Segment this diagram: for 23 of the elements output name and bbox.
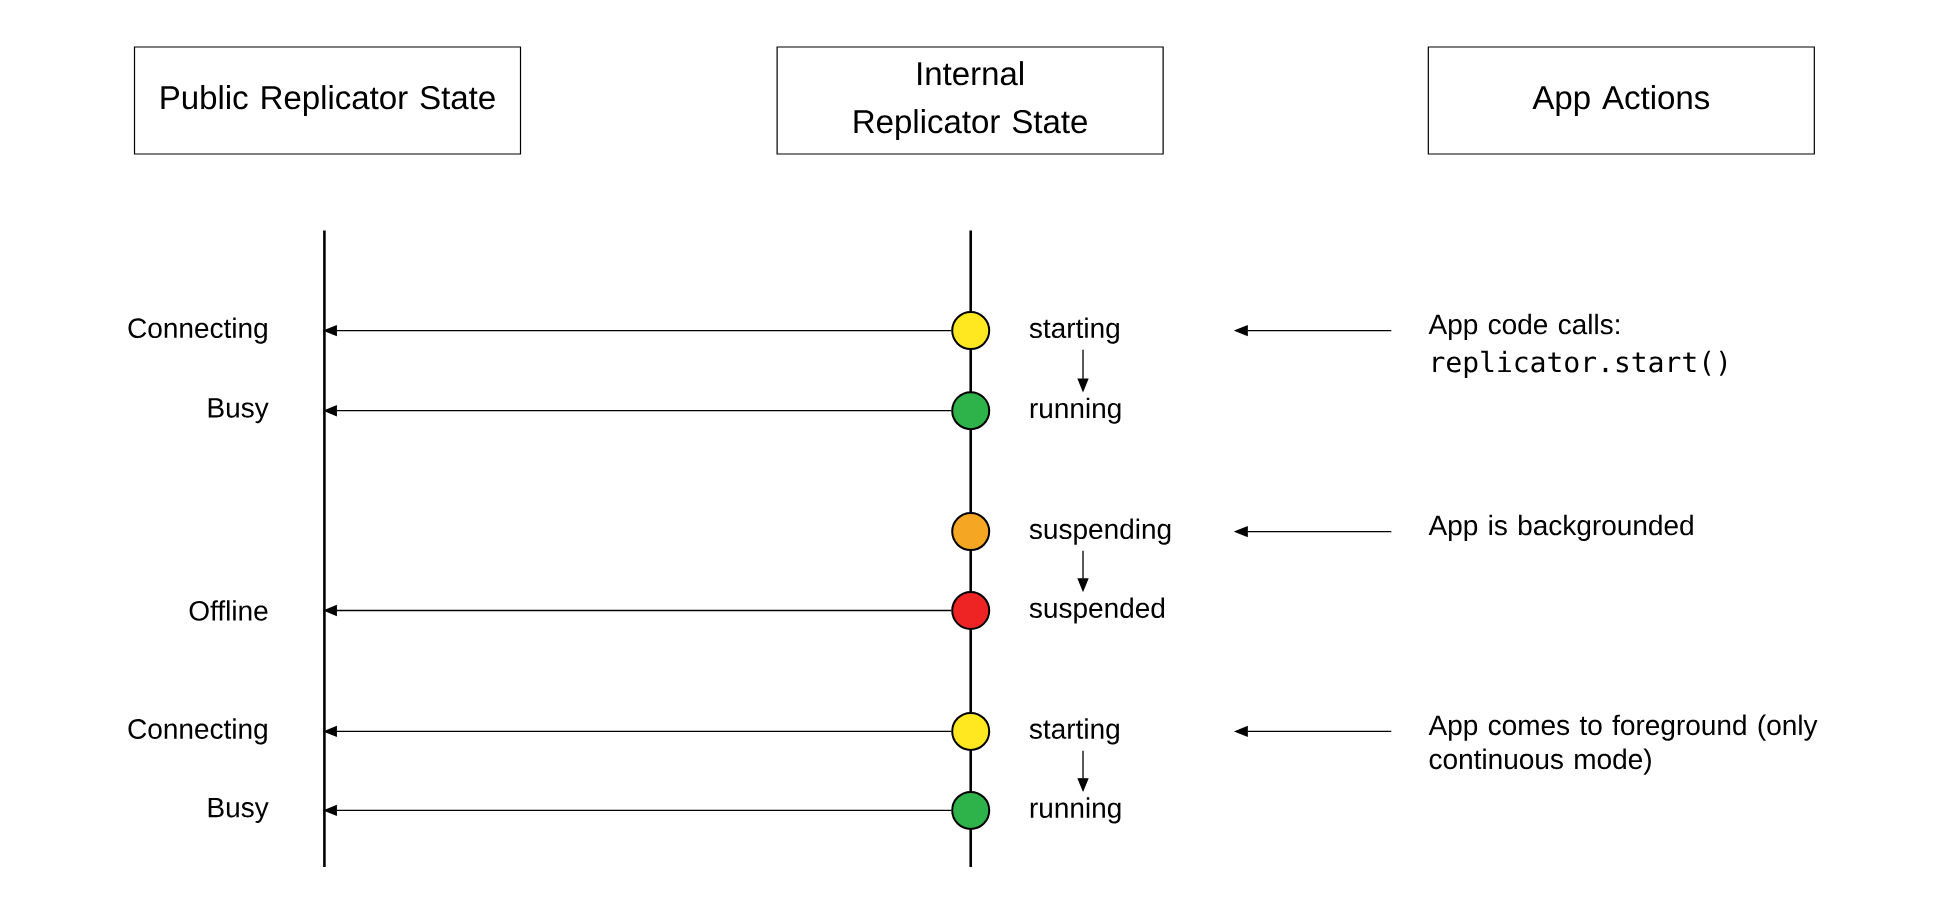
header-box: Internal Replicator State xyxy=(776,46,1164,155)
state-label: starting xyxy=(1029,317,1119,344)
action-text: App is backgrounded xyxy=(1428,514,1693,541)
state-label: suspended xyxy=(1029,597,1165,624)
state-label: Busy xyxy=(208,398,269,424)
state-circle xyxy=(951,711,991,751)
state-label: Connecting xyxy=(128,317,267,344)
state-circle xyxy=(951,512,991,552)
state-label: suspending xyxy=(1029,518,1171,545)
state-label: Connecting xyxy=(128,718,267,745)
state-label: running xyxy=(1030,397,1121,424)
state-circle xyxy=(951,790,991,830)
header-box: App Actions xyxy=(1427,46,1815,155)
state-circle xyxy=(951,391,991,431)
state-circle xyxy=(951,591,991,630)
header-box: Public Replicator State xyxy=(133,46,522,155)
state-label: running xyxy=(1030,797,1121,824)
state-circle xyxy=(951,311,991,351)
state-label: Busy xyxy=(208,797,269,823)
action-text: App comes to foreground (only continuous mode) xyxy=(1428,714,1818,775)
state-label: starting xyxy=(1029,718,1119,745)
action-text: App code calls: replicator.start() xyxy=(1428,313,1727,378)
state-label: Offline xyxy=(189,600,268,621)
